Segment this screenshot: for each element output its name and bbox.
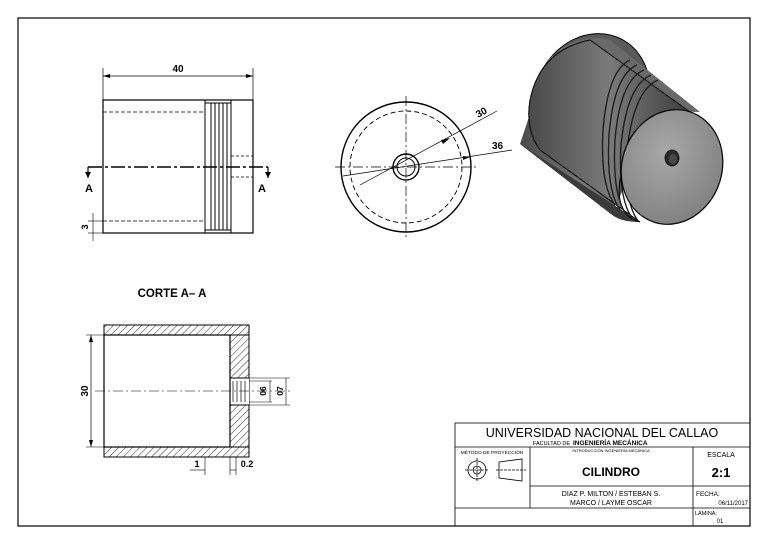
university-name: UNIVERSIDAD NACIONAL DEL CALLAO [486, 426, 719, 440]
section-view: 30 06 07 1 0.2 [80, 324, 292, 475]
hole-dim-2-label: 07 [275, 386, 285, 396]
sheet-value: 01 [717, 519, 724, 525]
dim-outer-label: 36 [492, 141, 504, 152]
faculty-prefix: FACULTAD DE [533, 441, 570, 447]
authors-line-1: DIAZ P. MILTON / ESTEBAN S. [562, 491, 660, 498]
front-face [620, 109, 724, 225]
section-mark-right: A [258, 183, 266, 195]
dim-leader-30 [359, 110, 498, 186]
projection-symbol [465, 458, 526, 482]
section-height-label: 30 [80, 385, 91, 397]
section-title: CORTE A– A [138, 288, 207, 300]
dim-leader-36 [342, 149, 513, 177]
isometric-view [520, 33, 724, 225]
course-label: INTRODUCCIÓN INGENIERÍA MECÁNICA [572, 448, 650, 453]
dim-inner-label: 30 [474, 106, 489, 121]
bottom-dim-2-label: 0.2 [241, 459, 254, 469]
date-value: 06/11/2017 [718, 501, 748, 507]
section-mark-left: A [85, 183, 93, 195]
date-label: FECHA: [696, 491, 720, 498]
width-dim-label: 40 [172, 64, 184, 75]
title-block [454, 422, 751, 527]
small-dim-label: 3 [80, 224, 90, 229]
scale-value: 2:1 [712, 465, 731, 480]
projection-label: MÉTODO DE PROYECCIÓN [461, 449, 524, 456]
authors-line-2: MARCO / LAYME OSCAR [570, 500, 652, 507]
hole-dim-1-label: 06 [258, 386, 268, 396]
bottom-dim-1-label: 1 [194, 459, 199, 469]
faculty-name: INGENIERÍA MECÁNICA [573, 438, 648, 447]
sheet-label: LÁMINA: [695, 510, 717, 517]
part-name: CILINDRO [582, 465, 640, 479]
side-view: 30 36 [335, 96, 513, 238]
title-block-text: UNIVERSIDAD NACIONAL DEL CALLAO FACULTAD… [461, 426, 749, 525]
scale-label: ESCALA [707, 452, 735, 459]
front-view: 40 A A 3 [80, 64, 271, 241]
sheet-border [17, 17, 751, 527]
